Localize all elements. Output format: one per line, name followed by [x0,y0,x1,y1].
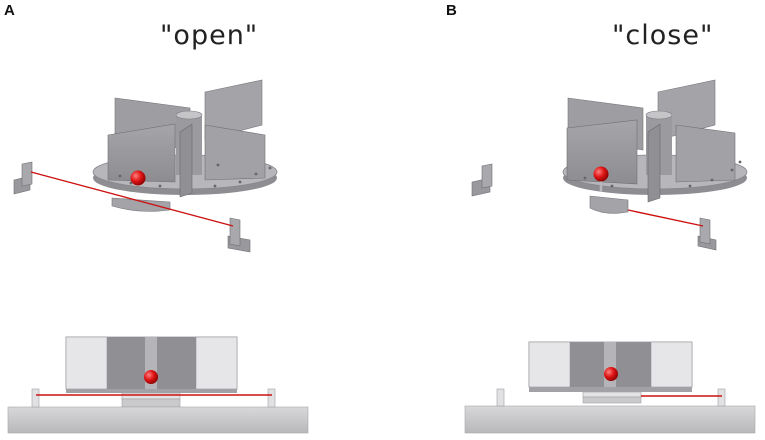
panel-label-b: B [446,2,457,19]
panel-label-a: A [4,2,15,19]
hub-top [175,110,203,120]
vane-front-left [107,123,176,183]
vane-front-right [204,124,266,181]
laser-beam-close [627,209,704,227]
sensor-post-right-open [227,217,251,253]
turntable-3d-open [92,79,278,212]
laser-beam-open [30,171,234,227]
vane-back-right [204,79,263,141]
section-view-close [464,341,756,434]
shutter-block [111,197,171,212]
section-view-open [7,336,309,434]
state-title-open: "open" [160,20,259,51]
sensor-post-left-open [13,161,33,195]
red-ball-open [130,170,146,186]
sensor-post-right-close [697,217,717,251]
turntable-3d-close [562,79,748,214]
red-ball-close [593,166,609,182]
sensor-post-left-close [471,163,493,197]
vane-front-center [179,123,193,198]
state-title-close: "close" [612,20,714,51]
disc-holes [118,163,272,188]
